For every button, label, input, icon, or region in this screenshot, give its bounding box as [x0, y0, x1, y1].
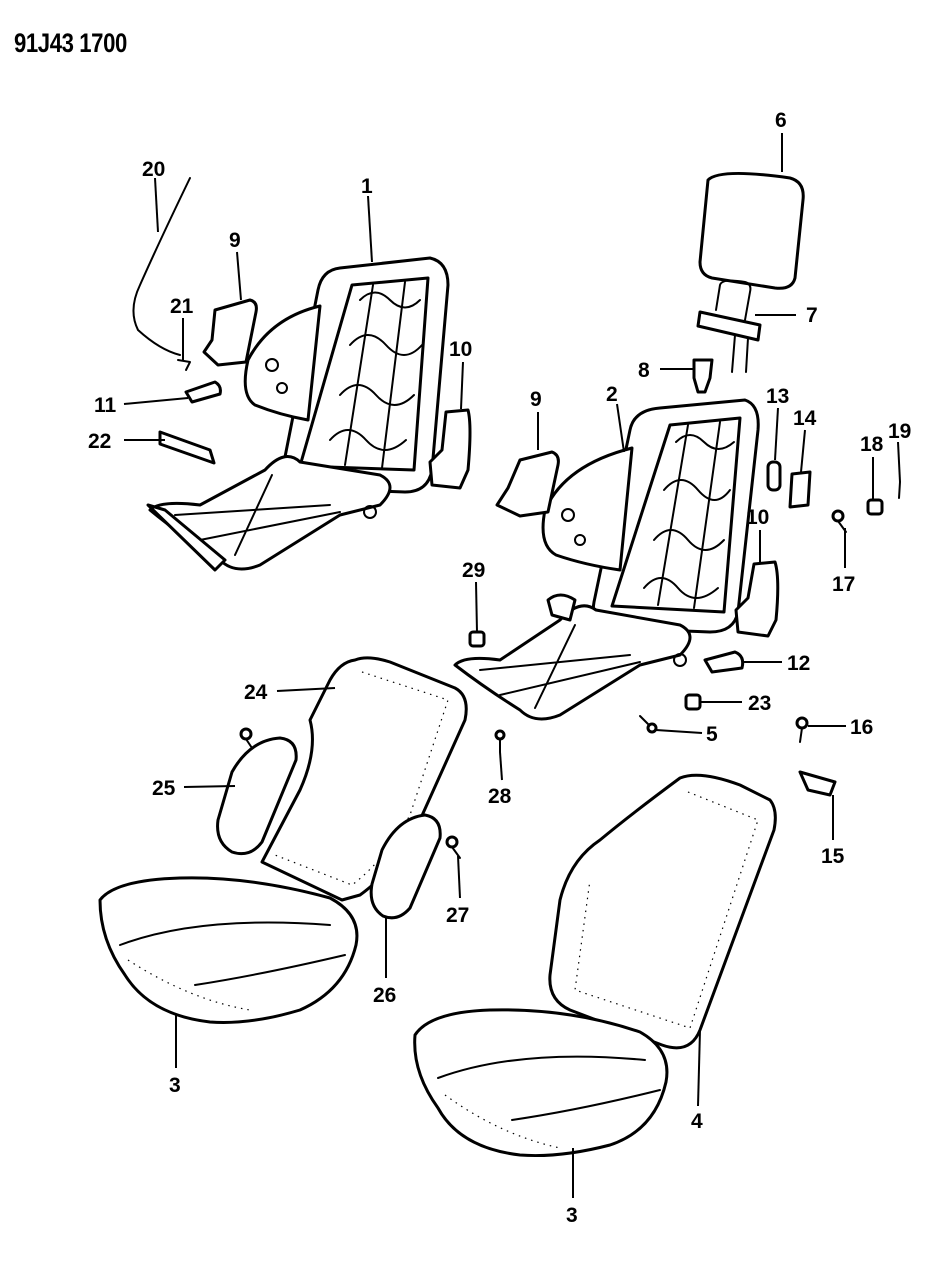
seat-cushion-left — [98, 876, 359, 1024]
head-restraint-post — [696, 279, 762, 373]
nut-18 — [866, 498, 884, 516]
left-seat-cushion-frame — [146, 455, 392, 572]
side-shield-right — [495, 450, 560, 518]
cable-clip — [177, 359, 191, 371]
leader-lines — [123, 133, 901, 1198]
nut-29 — [468, 630, 486, 648]
left-seat-back-frame — [243, 256, 450, 494]
callout-9a: 9 — [229, 229, 241, 252]
callout-16: 16 — [850, 716, 873, 739]
screw-16 — [795, 716, 809, 743]
callout-10a: 10 — [449, 338, 472, 361]
side-bolster-right — [369, 813, 442, 920]
screw-25 — [239, 727, 253, 749]
callout-9b: 9 — [530, 388, 542, 411]
callout-4: 4 — [691, 1110, 703, 1133]
release-plate — [788, 470, 812, 509]
recliner-cover-left — [428, 408, 472, 490]
release-cable — [132, 177, 191, 356]
guide-sleeve — [692, 358, 714, 394]
right-seat-back-frame — [541, 398, 760, 634]
recliner-lever — [184, 380, 222, 404]
recliner-cover-right — [734, 560, 780, 638]
callout-23: 23 — [748, 692, 771, 715]
callout-17: 17 — [832, 573, 855, 596]
callout-3a: 3 — [169, 1074, 181, 1097]
seat-cushion-right — [413, 1008, 669, 1158]
callout-10b: 10 — [746, 506, 769, 529]
screw-28 — [494, 729, 506, 753]
callout-labels: 1 2 3 3 4 5 6 7 8 9 9 10 10 11 12 13 14 … — [88, 109, 911, 1227]
callout-22: 22 — [88, 430, 111, 453]
seat-back-assembly — [548, 773, 777, 1050]
callout-28: 28 — [488, 785, 512, 808]
callout-26: 26 — [373, 984, 396, 1007]
mounting-bracket — [798, 770, 837, 797]
callout-2: 2 — [606, 383, 618, 406]
callout-25: 25 — [152, 777, 176, 800]
callout-11: 11 — [94, 394, 117, 417]
seat-back-cover — [260, 656, 468, 902]
callout-14: 14 — [793, 407, 817, 430]
callout-1: 1 — [361, 175, 373, 198]
screw-27 — [445, 835, 461, 859]
diagram-title: 91J43 1700 — [14, 28, 127, 58]
screw-5 — [639, 715, 658, 734]
callout-29: 29 — [462, 559, 485, 582]
callout-12: 12 — [787, 652, 810, 675]
side-bolster-left — [216, 736, 298, 856]
callout-8: 8 — [638, 359, 650, 382]
callout-6: 6 — [775, 109, 787, 132]
callout-7: 7 — [806, 304, 818, 327]
callout-3b: 3 — [566, 1204, 578, 1227]
callout-27: 27 — [446, 904, 469, 927]
head-restraint — [698, 172, 805, 290]
right-seat-cushion-frame — [453, 593, 692, 721]
clip-19 — [898, 481, 901, 499]
callout-21: 21 — [170, 295, 194, 318]
bolt-23 — [684, 693, 702, 711]
side-shield-left — [202, 298, 258, 367]
callout-13: 13 — [766, 385, 789, 408]
adjuster-knob — [703, 650, 745, 674]
callout-19: 19 — [888, 420, 911, 443]
callout-5: 5 — [706, 723, 718, 746]
escutcheon — [766, 460, 782, 492]
callout-15: 15 — [821, 845, 845, 868]
trim-panel — [158, 430, 216, 465]
callout-24: 24 — [244, 681, 268, 704]
callout-20: 20 — [142, 158, 165, 181]
callout-18: 18 — [860, 433, 884, 456]
